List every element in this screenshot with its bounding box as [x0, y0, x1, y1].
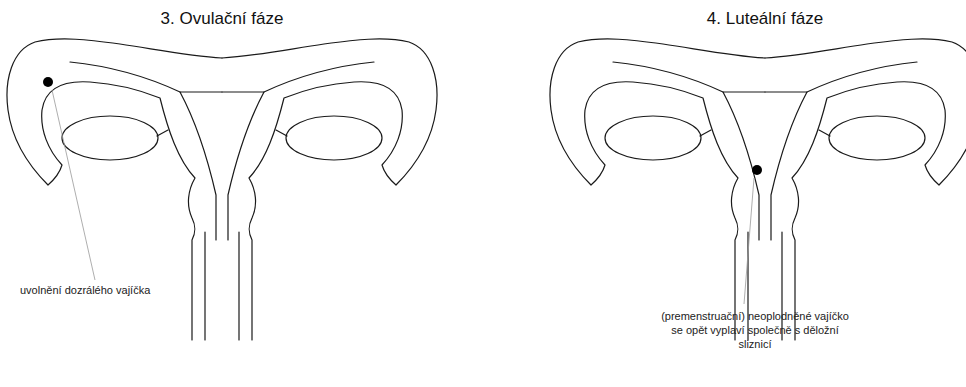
egg-dot — [752, 165, 762, 175]
leader-line — [52, 90, 95, 280]
uterus-right — [550, 39, 966, 340]
phase-title: 4. Luteální fáze — [625, 8, 905, 29]
uterus-left — [7, 39, 437, 340]
leader-line — [744, 178, 754, 304]
phase-title: 3. Ovulační fáze — [82, 8, 362, 29]
callout-label: uvolnění dozrálého vajíčka — [20, 284, 240, 298]
callout-label: (premenstruační) neoplodněné vajíčko se … — [655, 310, 855, 351]
egg-dot — [43, 77, 53, 87]
